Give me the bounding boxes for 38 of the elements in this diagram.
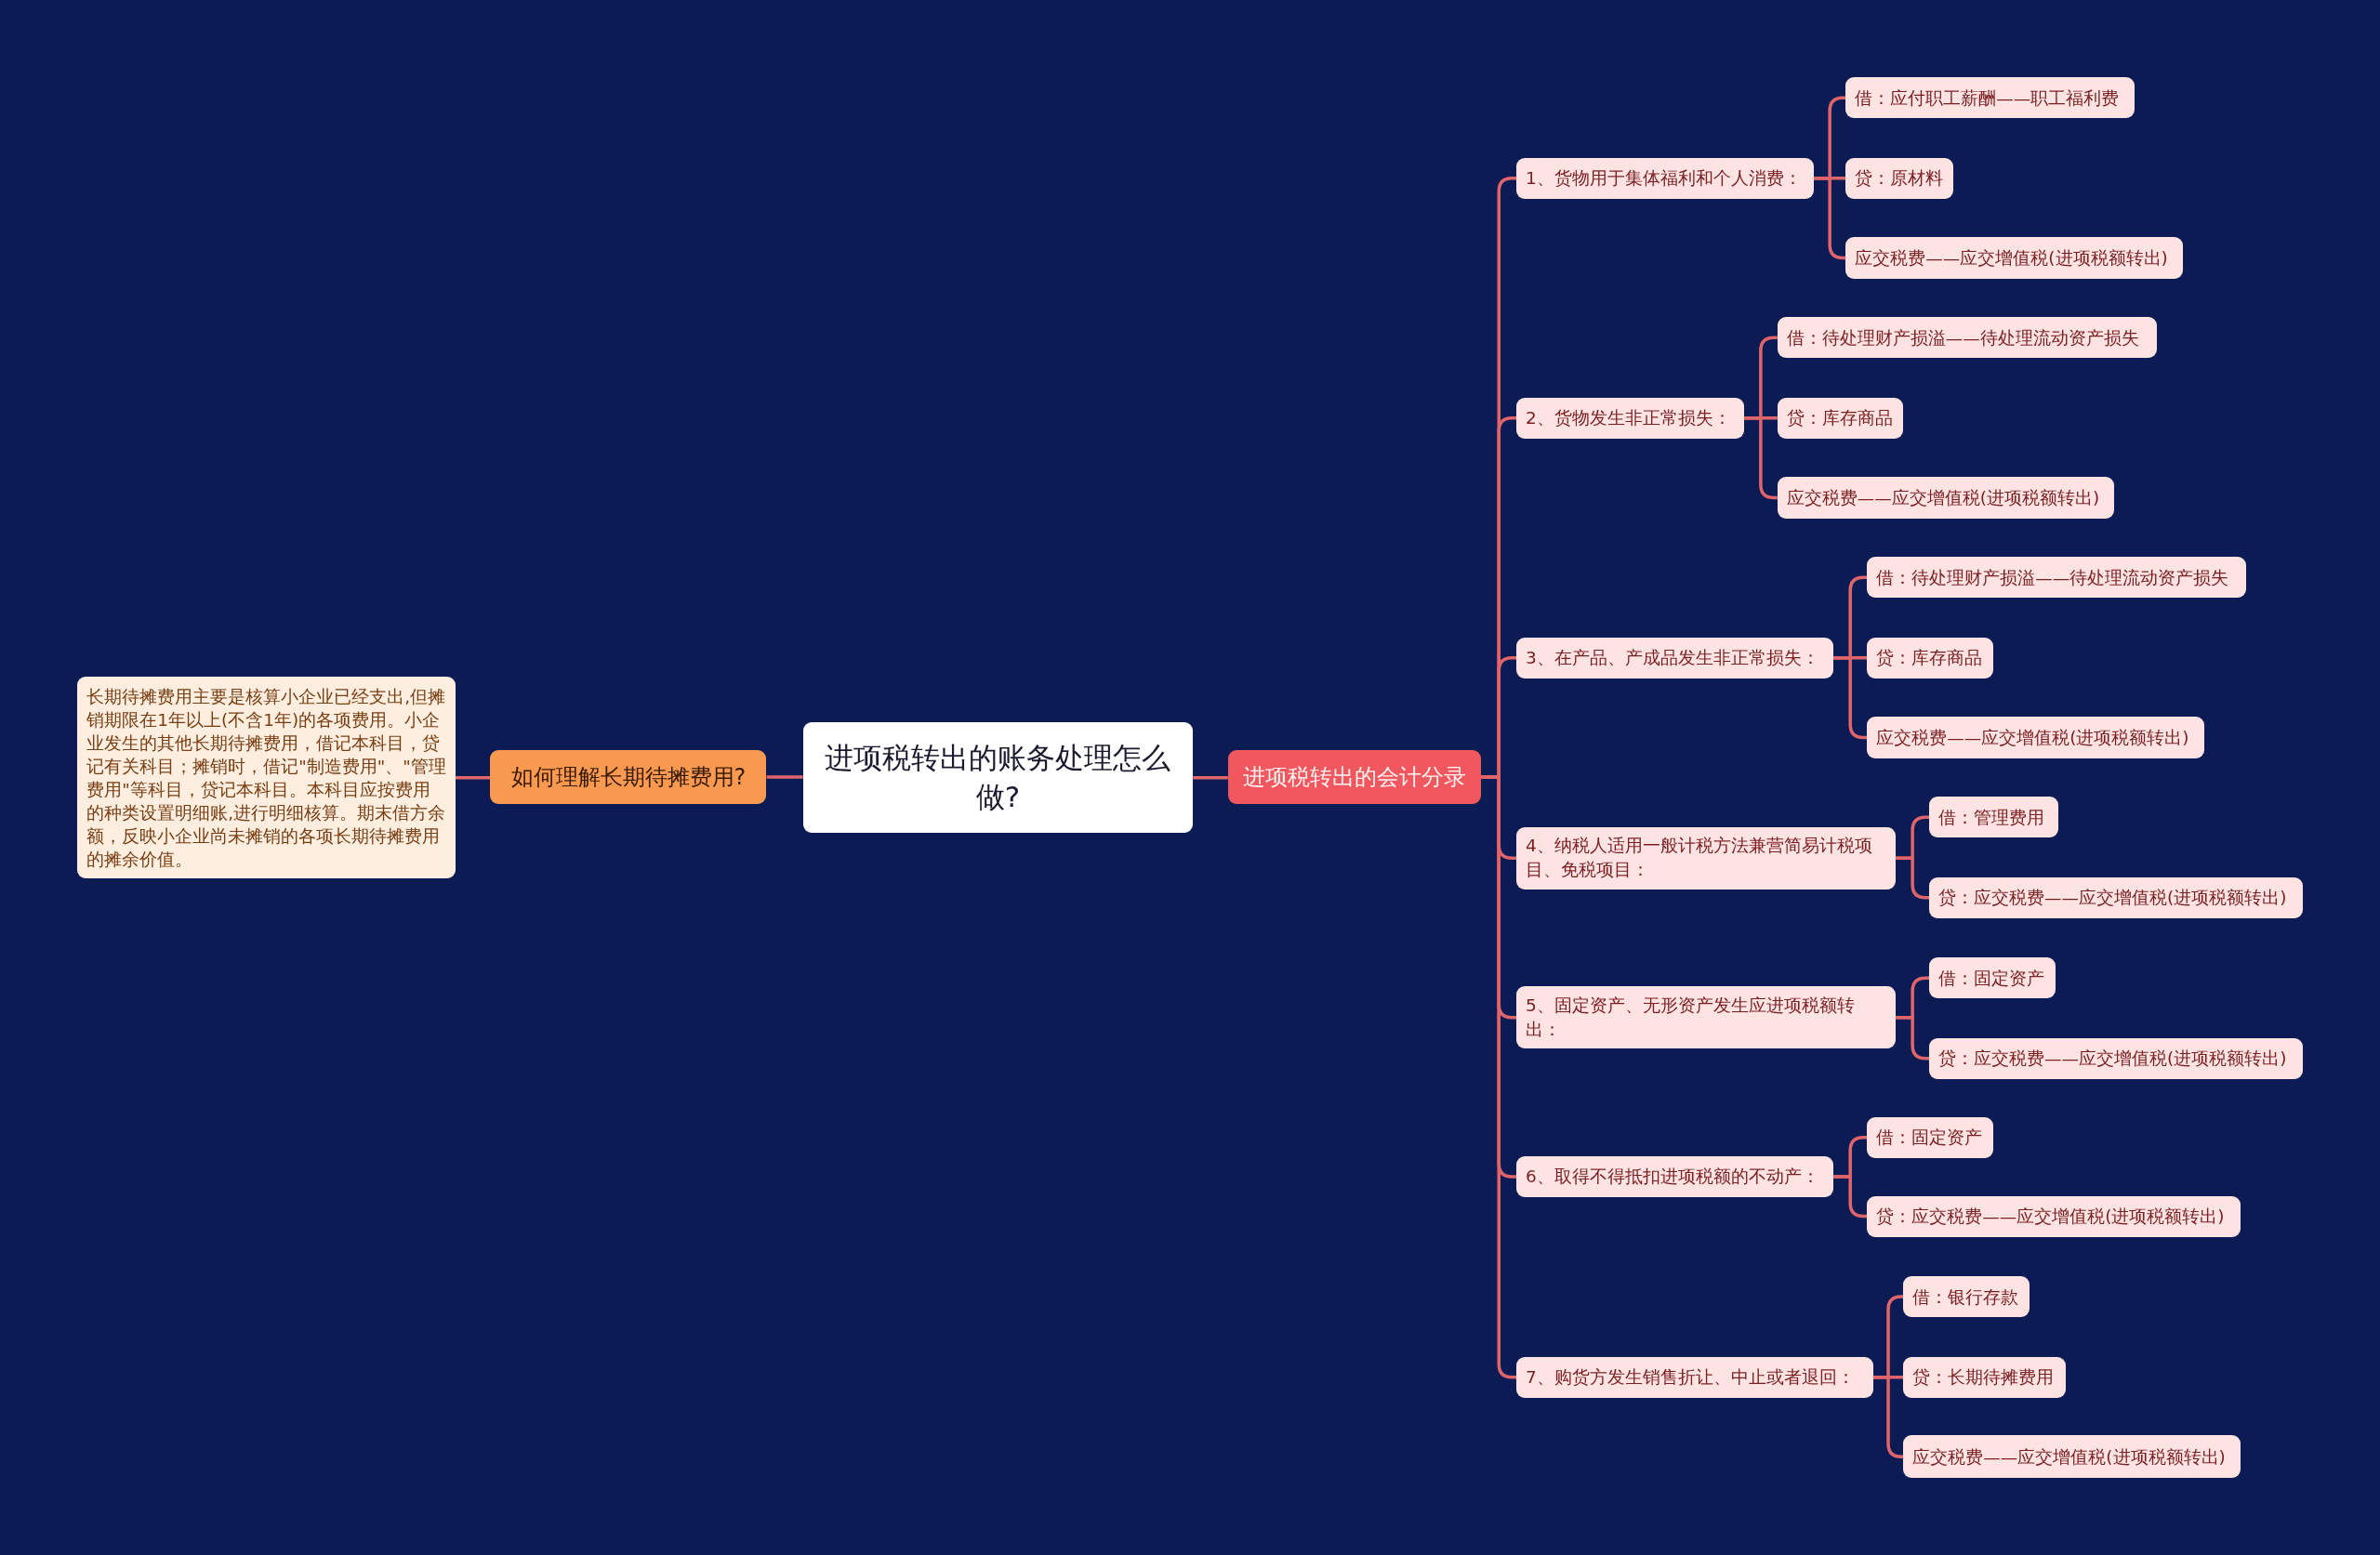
entry-box: 借：待处理财产损溢——待处理流动资产损失 <box>1777 317 2157 359</box>
entry-box: 贷：长期待摊费用 <box>1903 1356 2067 1398</box>
subtopic-box: 2、货物发生非正常损失： <box>1516 397 1744 439</box>
subtopic-box: 6、取得不得抵扣进项税额的不动产： <box>1516 1156 1834 1198</box>
entry-box: 应交税费——应交增值税(进项税额转出) <box>1845 236 2183 280</box>
entry-box: 借：应付职工薪酬——职工福利费 <box>1845 77 2135 119</box>
entry-box: 借：固定资产 <box>1929 957 2056 999</box>
entry-box: 借：待处理财产损溢——待处理流动资产损失 <box>1867 557 2247 599</box>
entry-box: 贷：库存商品 <box>1867 637 1993 679</box>
entry-box: 应交税费——应交增值税(进项税额转出) <box>1867 716 2204 759</box>
subtopic-box: 1、货物用于集体福利和个人消费： <box>1516 157 1814 199</box>
connector-line <box>1193 776 1228 780</box>
connector-line <box>1896 1015 1930 1061</box>
entry-box: 贷：库存商品 <box>1777 397 1904 439</box>
entry-box: 贷：应交税费——应交增值税(进项税额转出) <box>1867 1195 2241 1237</box>
connector-line <box>766 775 803 779</box>
entry-box: 借：银行存款 <box>1903 1276 2030 1318</box>
subtopic-box: 4、纳税人适用一般计税方法兼营简易计税项目、免税项目： <box>1516 826 1897 890</box>
entry-box: 贷：应交税费——应交增值税(进项税额转出) <box>1929 1037 2303 1079</box>
entry-box: 贷：原材料 <box>1845 157 1954 199</box>
entry-box: 贷：应交税费——应交增值税(进项税额转出) <box>1929 876 2303 918</box>
subtopic-box: 5、固定资产、无形资产发生应进项税额转出： <box>1516 986 1897 1049</box>
entry-box: 应交税费——应交增值税(进项税额转出) <box>1903 1435 2241 1479</box>
note-box: 长期待摊费用主要是核算小企业已经支出,但摊销期限在1年以上(不含1年)的各项费用。小企业发生的其他长期待摊费用，借记本科目，贷记有关科目；摊销时，借记"制造费用"、"管理费用"等科目，贷记本科目。本科目应按费用的种类设置明细账,进行明细核算。期末借方余额，反映小企业尚未摊销的各项长期待摊费用的摊余价值。 <box>77 677 456 879</box>
topic-box: 进项税转出的会计分录 <box>1227 749 1482 805</box>
connector-line <box>1743 416 1778 500</box>
topic-box: 如何理解长期待摊费用? <box>490 749 767 805</box>
connector-line <box>455 776 491 780</box>
connector-line <box>1814 177 1846 260</box>
connector-line <box>1833 1175 1868 1219</box>
subtopic-box: 7、购货方发生销售折让、中止或者退回： <box>1516 1356 1873 1398</box>
entry-box: 应交税费——应交增值税(进项税额转出) <box>1777 476 2115 520</box>
connector-line <box>1896 856 1930 900</box>
subtopic-box: 3、在产品、产成品发生非正常损失： <box>1516 637 1834 679</box>
entry-box: 借：管理费用 <box>1929 797 2058 838</box>
entry-box: 借：固定资产 <box>1867 1116 1993 1158</box>
root-box: 进项税转出的账务处理怎么做? <box>802 722 1194 834</box>
connector-line <box>1833 656 1868 740</box>
